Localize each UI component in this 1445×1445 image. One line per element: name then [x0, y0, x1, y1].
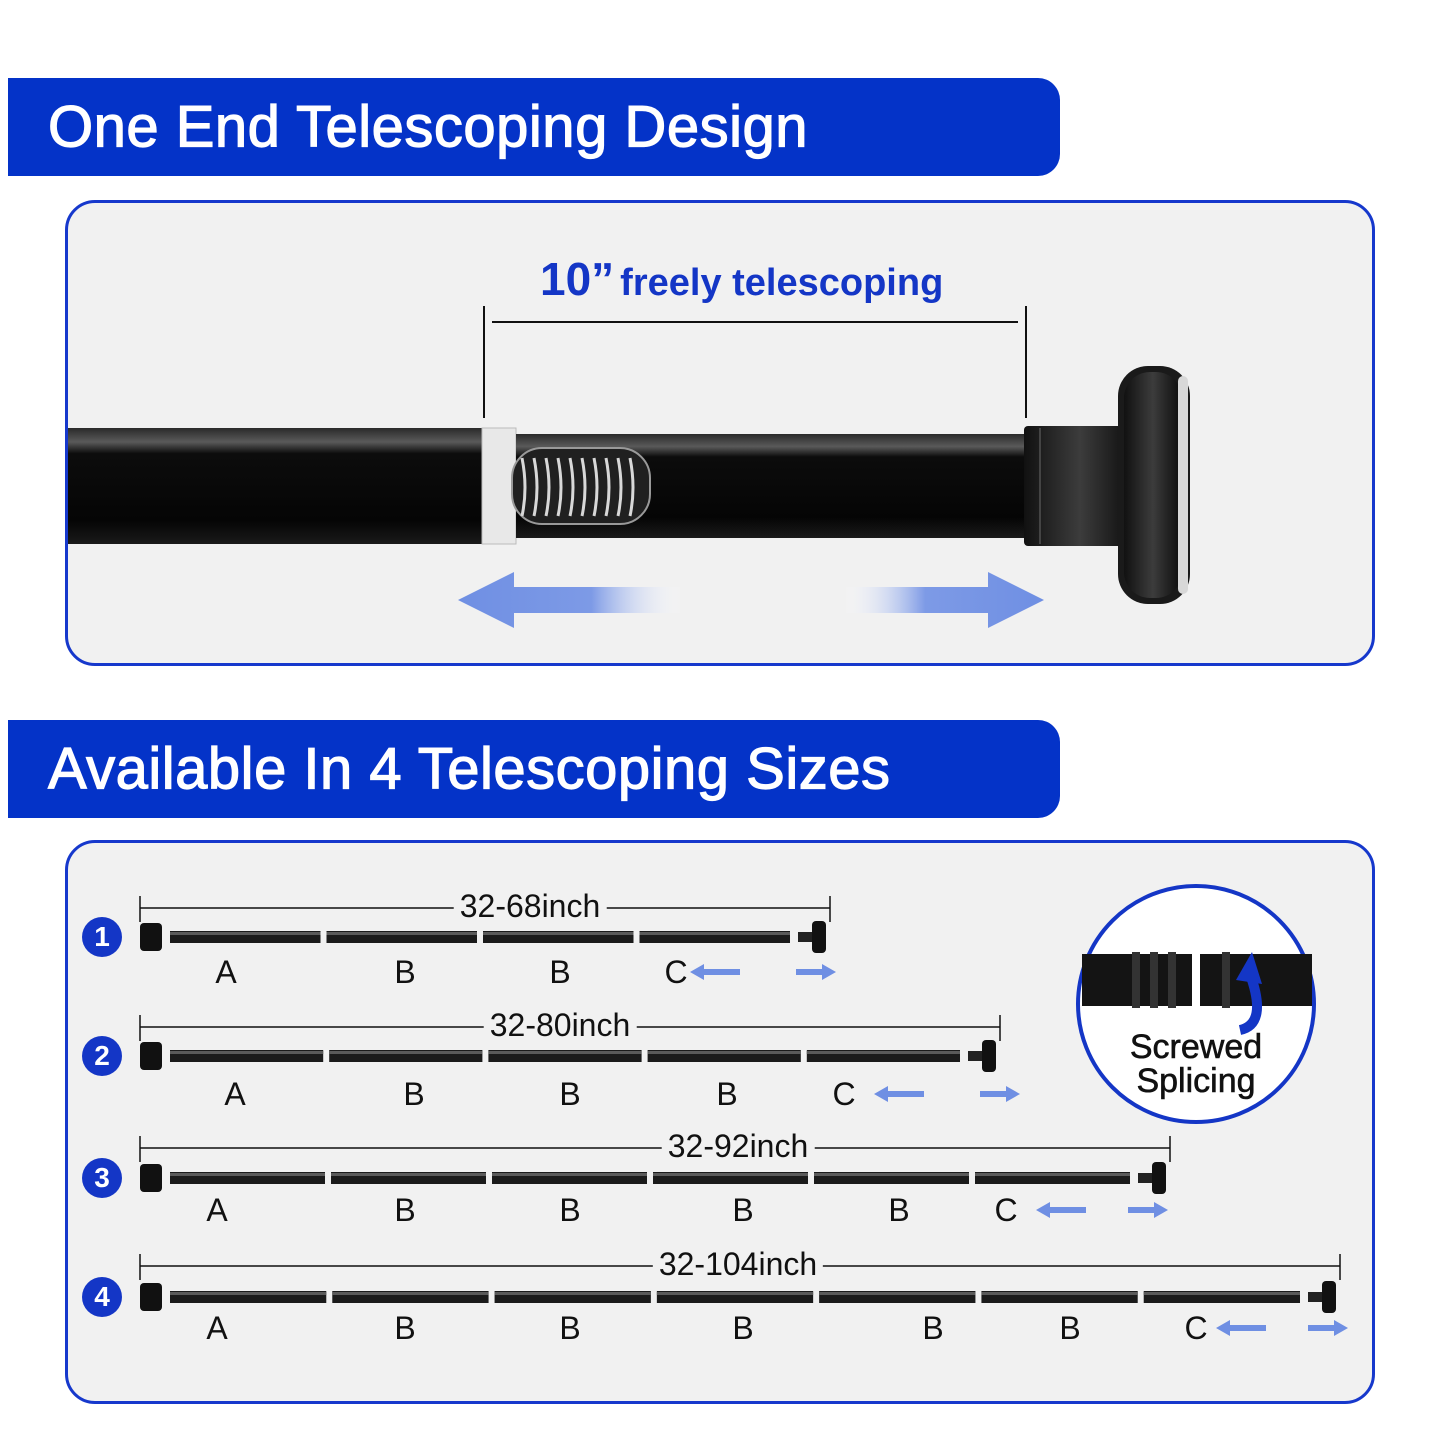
segment-label: C — [1184, 1310, 1208, 1346]
segment-label: C — [664, 954, 688, 990]
segment-label: B — [549, 954, 571, 990]
size-number-badge: 4 — [82, 1277, 122, 1317]
telescope-arrows-icon — [1036, 1202, 1168, 1218]
segment-label: B — [1059, 1310, 1081, 1346]
segment-label: B — [394, 1310, 416, 1346]
segment-label: C — [832, 1076, 856, 1112]
telescope-arrows-icon — [1216, 1320, 1348, 1336]
section-banner-telescoping-design: One End Telescoping Design — [8, 78, 1060, 176]
end-cap-left — [140, 1283, 162, 1311]
segment-label: B — [732, 1192, 754, 1228]
section-title: Available In 4 Telescoping Sizes — [47, 736, 891, 802]
segment-label: B — [922, 1310, 944, 1346]
size-row-4 — [139, 1254, 1348, 1336]
segment-label: A — [224, 1076, 246, 1112]
rod — [140, 1162, 1166, 1194]
size-range-label: 32-80inch — [483, 1007, 637, 1044]
segment-label: B — [716, 1076, 738, 1112]
dimension-bracket — [483, 306, 1027, 418]
segment-label: B — [559, 1310, 581, 1346]
measure-text: freely telescoping — [620, 262, 944, 304]
segment-label: B — [394, 1192, 416, 1228]
section-banner-sizes: Available In 4 Telescoping Sizes — [8, 720, 1060, 818]
segment-label: B — [394, 954, 416, 990]
splice-label-line2: Splicing — [1136, 1062, 1256, 1100]
segment-label: A — [206, 1192, 228, 1228]
segment-label: A — [215, 954, 237, 990]
rod — [140, 921, 826, 953]
segment-label: A — [206, 1310, 228, 1346]
size-number-badge: 2 — [82, 1036, 122, 1076]
measure-value: 10” — [540, 253, 615, 305]
segment-label: C — [994, 1192, 1018, 1228]
size-row-2 — [139, 1015, 1020, 1102]
end-cap-right — [982, 1040, 996, 1072]
splice-label-line1: Screwed — [1129, 1028, 1263, 1066]
end-cap-right — [812, 921, 826, 953]
end-cap-right — [1322, 1281, 1336, 1313]
end-cap-left — [140, 1042, 162, 1070]
size-number-badge: 3 — [82, 1158, 122, 1198]
rod — [140, 1281, 1336, 1313]
end-cap-left — [140, 1164, 162, 1192]
size-range-label: 32-92inch — [661, 1128, 815, 1165]
segment-label: B — [559, 1192, 581, 1228]
size-range-label: 32-68inch — [453, 888, 607, 925]
splice-label: Screwed Splicing — [1129, 1028, 1263, 1100]
splice-circle — [1076, 884, 1316, 1124]
end-cap-right — [1152, 1162, 1166, 1194]
left-arrow-icon — [458, 572, 680, 628]
section-title: One End Telescoping Design — [47, 94, 808, 160]
segment-label: B — [888, 1192, 910, 1228]
rod — [140, 1040, 996, 1072]
dimension-line — [139, 1136, 1171, 1162]
segment-label: B — [732, 1310, 754, 1346]
size-row-1 — [139, 896, 836, 980]
size-range-label: 32-104inch — [652, 1246, 824, 1283]
telescope-arrows-icon — [874, 1086, 1020, 1102]
right-arrow-icon — [846, 572, 1044, 628]
twist-arrow-icon — [1238, 972, 1262, 1035]
segment-label: B — [403, 1076, 425, 1112]
telescoping-measure-label: 10”freely telescoping — [540, 252, 943, 306]
telescope-arrows-icon — [690, 964, 836, 980]
spring-icon — [520, 457, 635, 517]
telescoping-rod — [68, 366, 1190, 604]
end-cap-left — [140, 923, 162, 951]
segment-label: B — [559, 1076, 581, 1112]
size-number-badge: 1 — [82, 917, 122, 957]
size-row-3 — [139, 1136, 1171, 1218]
